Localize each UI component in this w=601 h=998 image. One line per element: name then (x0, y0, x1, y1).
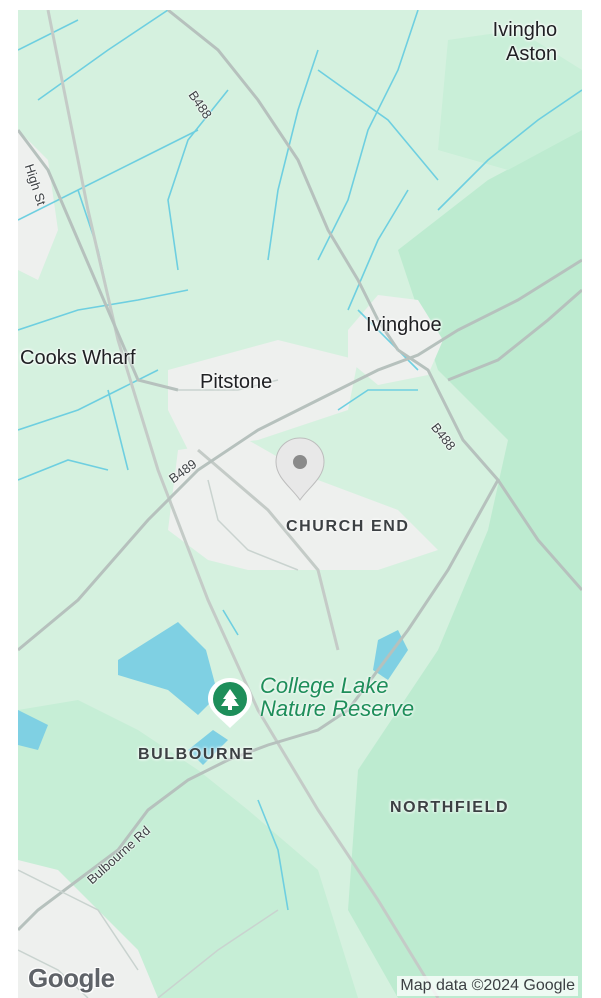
place-label-ivinghoe-aston-line1: Ivingho (492, 19, 558, 41)
water-southwest (18, 710, 48, 750)
place-label-cooks-wharf: Cooks Wharf (20, 347, 136, 369)
urban-area-pitstone (168, 340, 358, 450)
railway-lines (46, 10, 440, 998)
woodland-area-east (348, 130, 582, 998)
place-label-pitstone: Pitstone (200, 371, 273, 393)
tree-icon (221, 689, 239, 710)
map-canvas[interactable] (18, 10, 582, 998)
place-label-bulbourne: BULBOURNE (138, 746, 255, 763)
map-viewport[interactable]: Ivingho Aston Ivinghoe Cooks Wharf Pitst… (18, 10, 582, 998)
location-pin-icon[interactable] (275, 437, 325, 501)
urban-area-south (18, 860, 158, 998)
place-label-ivinghoe-aston: Ivingho Aston (488, 18, 558, 66)
poi-label-college-lake[interactable]: College Lake Nature Reserve (260, 674, 414, 720)
poi-label-line1: College Lake (260, 673, 389, 698)
urban-area-northwest (18, 130, 58, 280)
road-network (18, 10, 582, 932)
place-label-church-end: CHURCH END (286, 518, 410, 535)
canal (188, 730, 228, 765)
map-attribution[interactable]: Map data ©2024 Google (397, 976, 578, 996)
google-logo[interactable]: Google (28, 963, 115, 993)
place-label-ivinghoe: Ivinghoe (366, 314, 442, 336)
place-label-ivinghoe-aston-line2: Aston (506, 43, 558, 65)
lake-college-lake (118, 622, 218, 715)
poi-label-line2: Nature Reserve (260, 696, 415, 721)
woodland-area-northeast (438, 30, 582, 170)
college-lake-marker[interactable] (208, 678, 252, 728)
place-label-northfield: NORTHFIELD (390, 799, 510, 816)
minor-roads (18, 379, 299, 998)
